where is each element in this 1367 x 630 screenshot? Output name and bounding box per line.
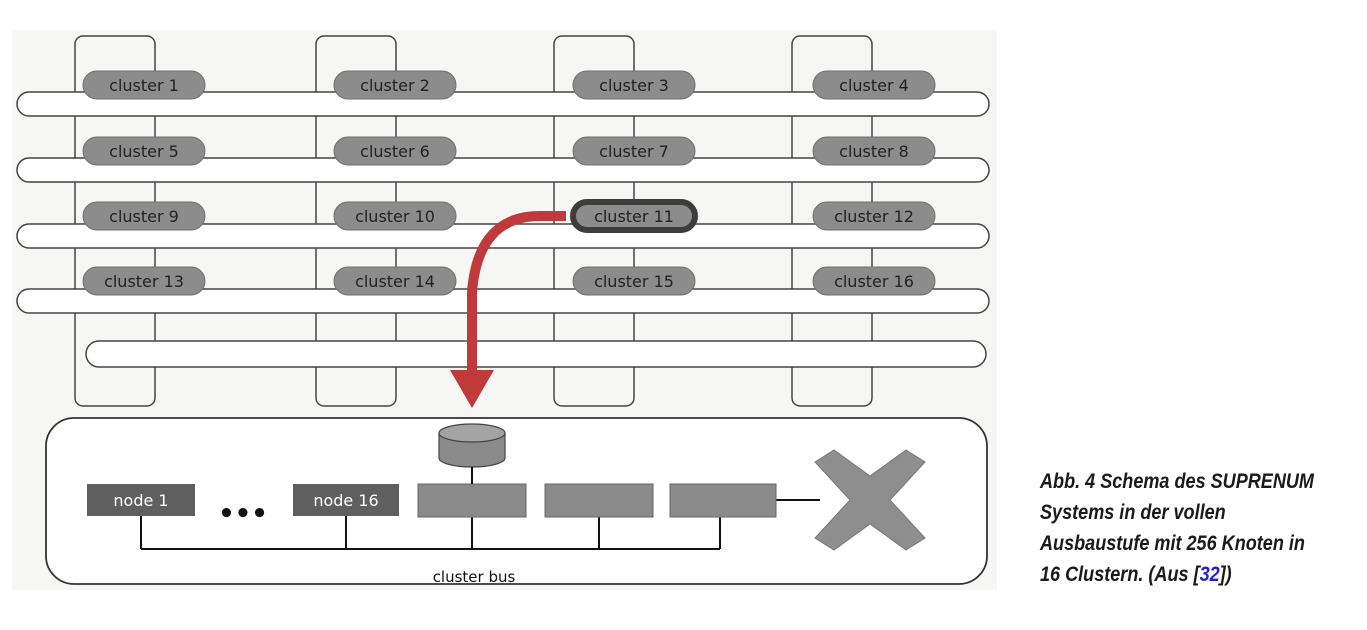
component-box <box>544 483 654 518</box>
figure-caption: Abb. 4 Schema des SUPRENUM Systems in de… <box>1040 466 1315 590</box>
node-1-box <box>87 484 195 516</box>
cluster-box <box>812 266 936 296</box>
cluster-box <box>82 136 206 166</box>
cluster-label: cluster 2 <box>360 76 430 95</box>
cluster-label: cluster 5 <box>109 142 179 161</box>
cluster-box <box>333 266 457 296</box>
cluster-label: cluster 15 <box>594 272 674 291</box>
cluster-box <box>82 201 206 231</box>
disk-icon <box>438 423 506 484</box>
ring-bus <box>16 288 990 314</box>
cluster-label: cluster 9 <box>109 207 179 226</box>
communication-unit-box <box>417 483 527 518</box>
ring-bus <box>85 340 987 368</box>
cluster-box <box>572 266 696 296</box>
node-ellipsis: ••• <box>218 499 268 529</box>
component-box <box>669 483 777 518</box>
zoom-arrowhead <box>450 370 494 408</box>
cluster-label: cluster 4 <box>839 76 909 95</box>
cluster-bus-lines <box>140 499 820 550</box>
cluster-box <box>812 70 936 100</box>
cluster-box <box>333 201 457 231</box>
cluster-label: cluster 10 <box>355 207 435 226</box>
cluster-box <box>82 70 206 100</box>
cluster-box-highlighted <box>570 199 698 233</box>
node-16-box <box>293 484 399 516</box>
cluster-label: cluster 11 <box>594 207 674 226</box>
cluster-box <box>812 201 936 231</box>
cluster-box <box>572 70 696 100</box>
cluster-bus-label: cluster bus <box>433 568 516 586</box>
cluster-label: cluster 8 <box>839 142 909 161</box>
cluster-label: cluster 13 <box>104 272 184 291</box>
cluster-box <box>812 136 936 166</box>
caption-reference-link[interactable]: 32 <box>1199 563 1220 586</box>
cluster-box <box>333 136 457 166</box>
cluster-label: cluster 3 <box>599 76 669 95</box>
cluster-label: cluster 16 <box>834 272 914 291</box>
caption-suffix: ]) <box>1219 563 1232 586</box>
cluster-label: cluster 7 <box>599 142 669 161</box>
ring-bus <box>16 157 990 183</box>
cluster-label: cluster 14 <box>355 272 435 291</box>
node-16-label: node 16 <box>313 491 378 510</box>
cluster-box <box>82 266 206 296</box>
cluster-label: cluster 1 <box>109 76 179 95</box>
ring-bus <box>16 91 990 117</box>
caption-text: Abb. 4 Schema des SUPRENUM Systems in de… <box>1040 470 1314 586</box>
zoom-arrow <box>467 211 566 370</box>
cluster-grid: cluster 1 cluster 2 cluster 3 cluster 4 clus… <box>82 70 936 296</box>
cluster-label: cluster 12 <box>834 207 914 226</box>
node-1-label: node 1 <box>113 491 168 510</box>
cluster-box <box>333 70 457 100</box>
cluster-label: cluster 6 <box>360 142 430 161</box>
cluster-box <box>572 136 696 166</box>
crossbar-x-icon <box>814 449 926 551</box>
ring-buses <box>16 91 990 368</box>
